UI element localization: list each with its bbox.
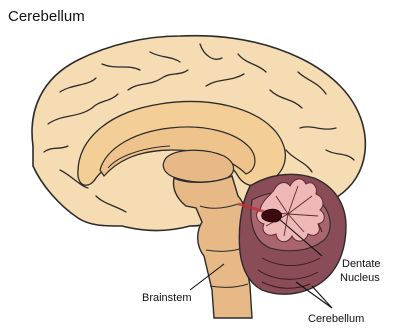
label-cerebellum: Cerebellum: [308, 313, 364, 325]
label-dentate-line1: Dentate: [342, 258, 381, 270]
diagram-title: Cerebellum: [8, 8, 85, 25]
cerebellum-leader-1: [312, 286, 332, 308]
label-dentate-line2: Nucleus: [340, 272, 380, 284]
dentate-nucleus: [262, 209, 282, 222]
label-brainstem: Brainstem: [142, 292, 192, 304]
